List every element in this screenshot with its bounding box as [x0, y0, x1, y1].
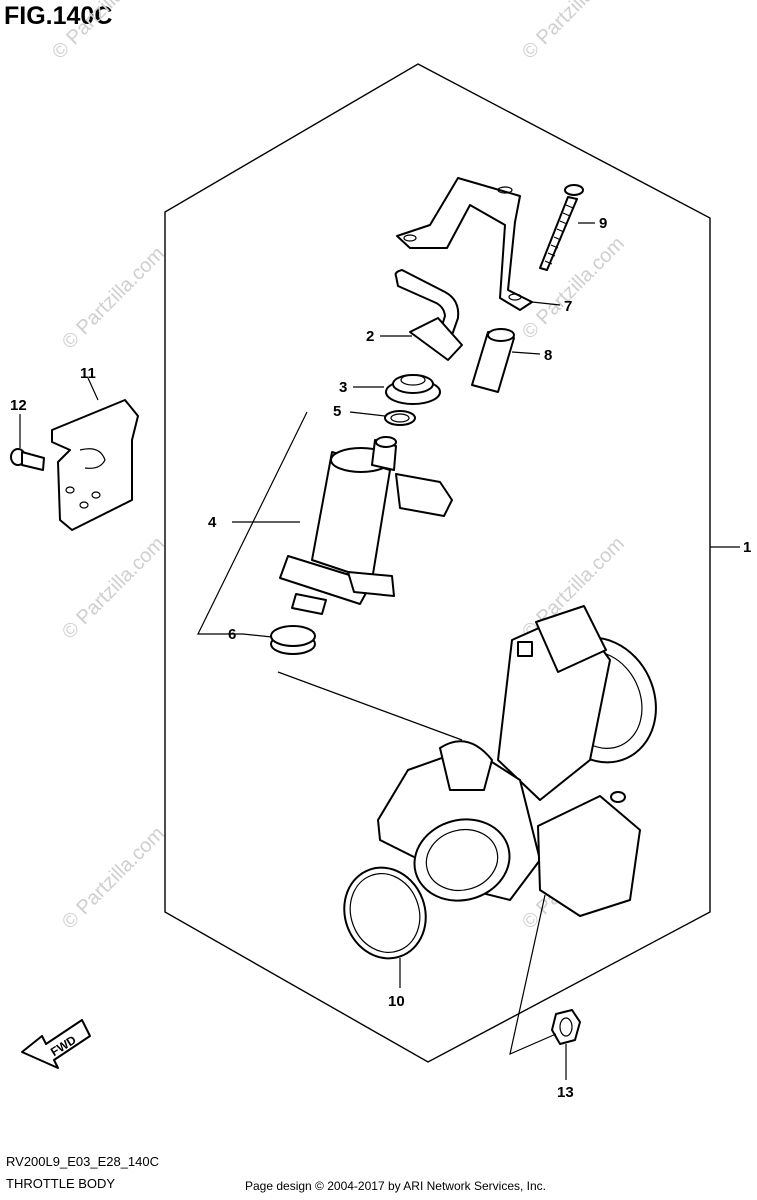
cap-part-3: [385, 374, 441, 405]
model-code: RV200L9_E03_E28_140C: [6, 1154, 160, 1169]
leader-lines: [19, 222, 740, 1080]
callout-5: 5: [333, 403, 341, 420]
callout-1: 1: [743, 539, 751, 556]
nut-part-13: [551, 1009, 581, 1045]
figure-title: FIG.140C: [4, 2, 113, 30]
callout-12: 12: [10, 397, 27, 414]
callout-11: 11: [80, 365, 96, 382]
callout-6: 6: [228, 626, 236, 643]
watermark: © Partzilla.com: [518, 0, 629, 64]
solenoid-valve-part-4: [279, 436, 453, 615]
bracket-part-7: [396, 177, 533, 311]
forward-direction-arrow: FWD: [21, 1019, 91, 1069]
callout-9: 9: [599, 215, 607, 232]
callout-3: 3: [339, 379, 347, 396]
bracket-part-11: [51, 399, 139, 531]
watermark: © Partzilla.com: [58, 533, 169, 644]
callout-7: 7: [564, 298, 572, 315]
callout-8: 8: [544, 347, 552, 364]
assembly-boundary: [164, 63, 711, 1063]
gasket-part-10: [343, 866, 427, 960]
callout-labels: 1 2 3 4 5 6 7 8 9 10 11 12 13: [10, 215, 751, 1101]
washer-part-6: [270, 625, 316, 655]
pipe-part-2: [394, 269, 463, 361]
screw-part-12: [10, 448, 45, 471]
o-ring-part-5: [384, 410, 416, 426]
watermark: © Partzilla.com: [518, 233, 629, 344]
callout-2: 2: [366, 328, 374, 345]
watermark: © Partzilla.com: [58, 243, 169, 354]
watermark: © Partzilla.com: [58, 823, 169, 934]
callout-13: 13: [557, 1084, 574, 1101]
copyright-notice: Page design © 2004-2017 by ARI Network S…: [245, 1179, 547, 1193]
sleeve-part-8: [471, 328, 515, 393]
section-name: THROTTLE BODY: [6, 1176, 116, 1191]
callout-4: 4: [208, 514, 217, 531]
callout-10: 10: [388, 993, 405, 1010]
bolt-part-9: [539, 184, 584, 271]
watermark: © Partzilla.com: [48, 0, 159, 64]
throttle-body-part-1: [377, 605, 657, 917]
